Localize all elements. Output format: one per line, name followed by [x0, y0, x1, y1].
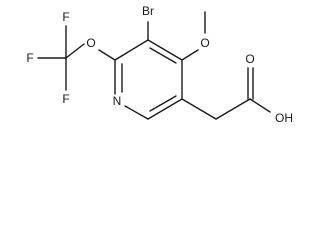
bond-c2-o-ether — [98, 49, 116, 61]
bond-c5-c6 — [147, 98, 183, 120]
bond-ch2-cooh — [215, 98, 251, 120]
atom-fluorine-bottom: F — [62, 92, 69, 106]
bond-c3-c4-inner — [149, 47, 177, 64]
atom-fluorine-left: F — [26, 51, 33, 65]
bond-c2-c3 — [114, 39, 149, 61]
bond-c4-o-methoxy — [181, 49, 199, 61]
bond-o-ether-cf3 — [65, 43, 85, 59]
atom-hydroxyl: OH — [275, 111, 293, 125]
atom-oxygen-methoxy: O — [200, 36, 209, 50]
bond-lines — [37, 11, 271, 120]
bond-c-oh — [249, 98, 271, 113]
atom-oxygen-carbonyl: O — [245, 52, 254, 66]
atom-oxygen-ether: O — [86, 36, 95, 50]
bond-c6-n — [124, 105, 149, 120]
atom-fluorine-top: F — [62, 10, 69, 24]
bond-c5-c6-inner — [149, 95, 177, 112]
atom-bromine: Br — [142, 4, 154, 18]
atom-labels: Br O O N F F F O OH — [26, 4, 293, 125]
atom-nitrogen: N — [113, 94, 122, 108]
bond-c5-ch2 — [181, 98, 217, 120]
chemical-structure-diagram: Br O O N F F F O OH — [26, 4, 293, 125]
bond-c3-c4 — [147, 39, 183, 61]
